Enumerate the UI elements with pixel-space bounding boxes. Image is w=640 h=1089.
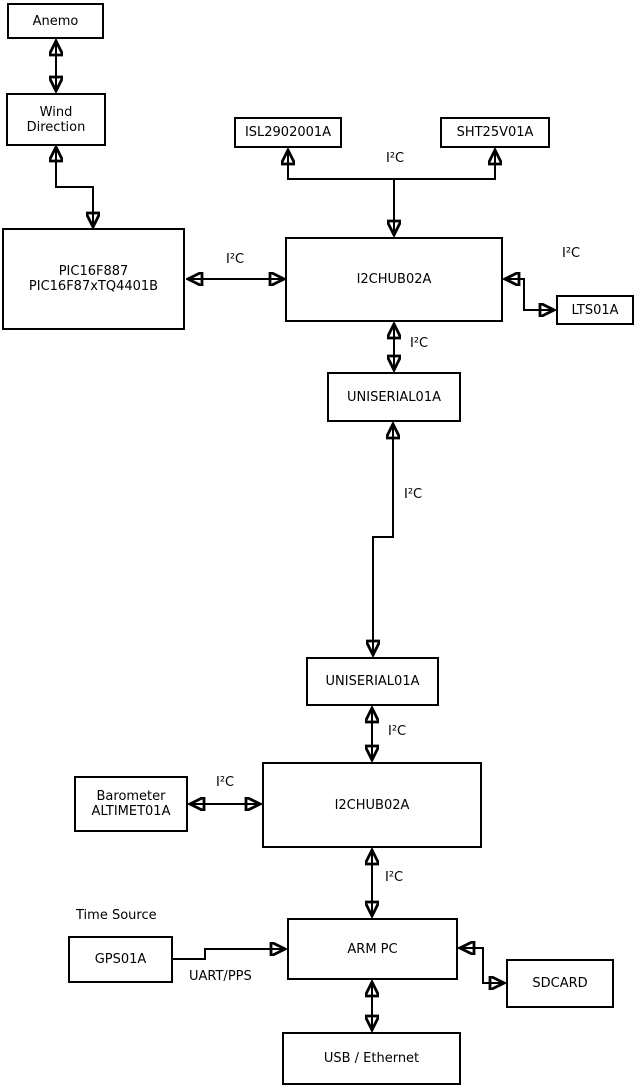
edge-label-i2c-hub-lts: I²C [562, 246, 581, 261]
edge-winddirection-pic [56, 147, 93, 227]
node-wind-direction-label-line1: Wind [39, 104, 73, 120]
node-gps01a: GPS01A [68, 936, 173, 983]
node-usb-ethernet-label: USB / Ethernet [323, 1051, 420, 1066]
node-lts01a-label: LTS01A [571, 302, 619, 318]
edge-label-i2c-uniserial-hub-bottom: I²C [388, 724, 407, 739]
node-uniserial01a-bottom: UNISERIAL01A [306, 657, 439, 706]
edge-uniserial-top-uniserial-bottom [373, 424, 393, 655]
node-isl2902001a-label: ISL2902001A [244, 125, 332, 140]
node-pic16f887-label-line2: PIC16F87xTQ4401B [28, 279, 159, 294]
node-i2chub02a-bottom-label: I2CHUB02A [334, 797, 410, 813]
node-sdcard-label: SDCARD [532, 976, 588, 991]
node-arm-pc-label: ARM PC [347, 941, 398, 957]
node-lts01a: LTS01A [556, 295, 634, 325]
node-i2chub02a-top: I2CHUB02A [285, 237, 503, 322]
node-usb-ethernet: USB / Ethernet [282, 1032, 461, 1085]
node-wind-direction: Wind Direction [6, 93, 106, 146]
label-time-source: Time Source [76, 908, 157, 923]
node-i2chub02a-bottom: I2CHUB02A [262, 762, 482, 848]
node-gps01a-label: GPS01A [94, 952, 147, 967]
node-barometer-label-line1: Barometer [96, 789, 166, 804]
node-isl2902001a: ISL2902001A [234, 117, 342, 148]
edge-label-i2c-hub-uniserial-top: I²C [410, 336, 429, 351]
node-uniserial01a-bottom-label: UNISERIAL01A [325, 674, 420, 689]
node-barometer-altimet01a: Barometer ALTIMET01A [74, 776, 188, 832]
node-anemo-label: Anemo [32, 13, 79, 29]
node-uniserial01a-top-label: UNISERIAL01A [347, 389, 441, 405]
edge-armpc-sdcard [460, 948, 504, 983]
edge-i2chub-top-lts [505, 279, 554, 310]
edge-label-i2c-long-link: I²C [404, 487, 423, 502]
edge-label-i2c-barometer-hub: I²C [216, 775, 235, 790]
node-uniserial01a-top: UNISERIAL01A [327, 372, 461, 422]
node-i2chub02a-top-label: I2CHUB02A [356, 272, 432, 287]
node-barometer-label-line2: ALTIMET01A [91, 804, 171, 819]
node-pic16f887-label-line1: PIC16F887 [58, 264, 129, 279]
node-sht25v01a-label: SHT25V01A [456, 125, 534, 140]
node-sht25v01a: SHT25V01A [440, 117, 550, 148]
edge-label-i2c-branch: I²C [386, 151, 405, 166]
edge-label-uart-pps: UART/PPS [189, 969, 252, 984]
node-pic16f887: PIC16F887 PIC16F87xTQ4401B [2, 228, 185, 330]
node-sdcard: SDCARD [506, 959, 614, 1008]
edge-gps-armpc [173, 949, 285, 960]
node-arm-pc: ARM PC [287, 918, 458, 980]
node-wind-direction-label-line2: Direction [26, 119, 86, 135]
edge-label-i2c-hub-armpc: I²C [385, 870, 404, 885]
edge-label-i2c-pic-hub: I²C [226, 252, 245, 267]
node-anemo: Anemo [7, 3, 104, 39]
